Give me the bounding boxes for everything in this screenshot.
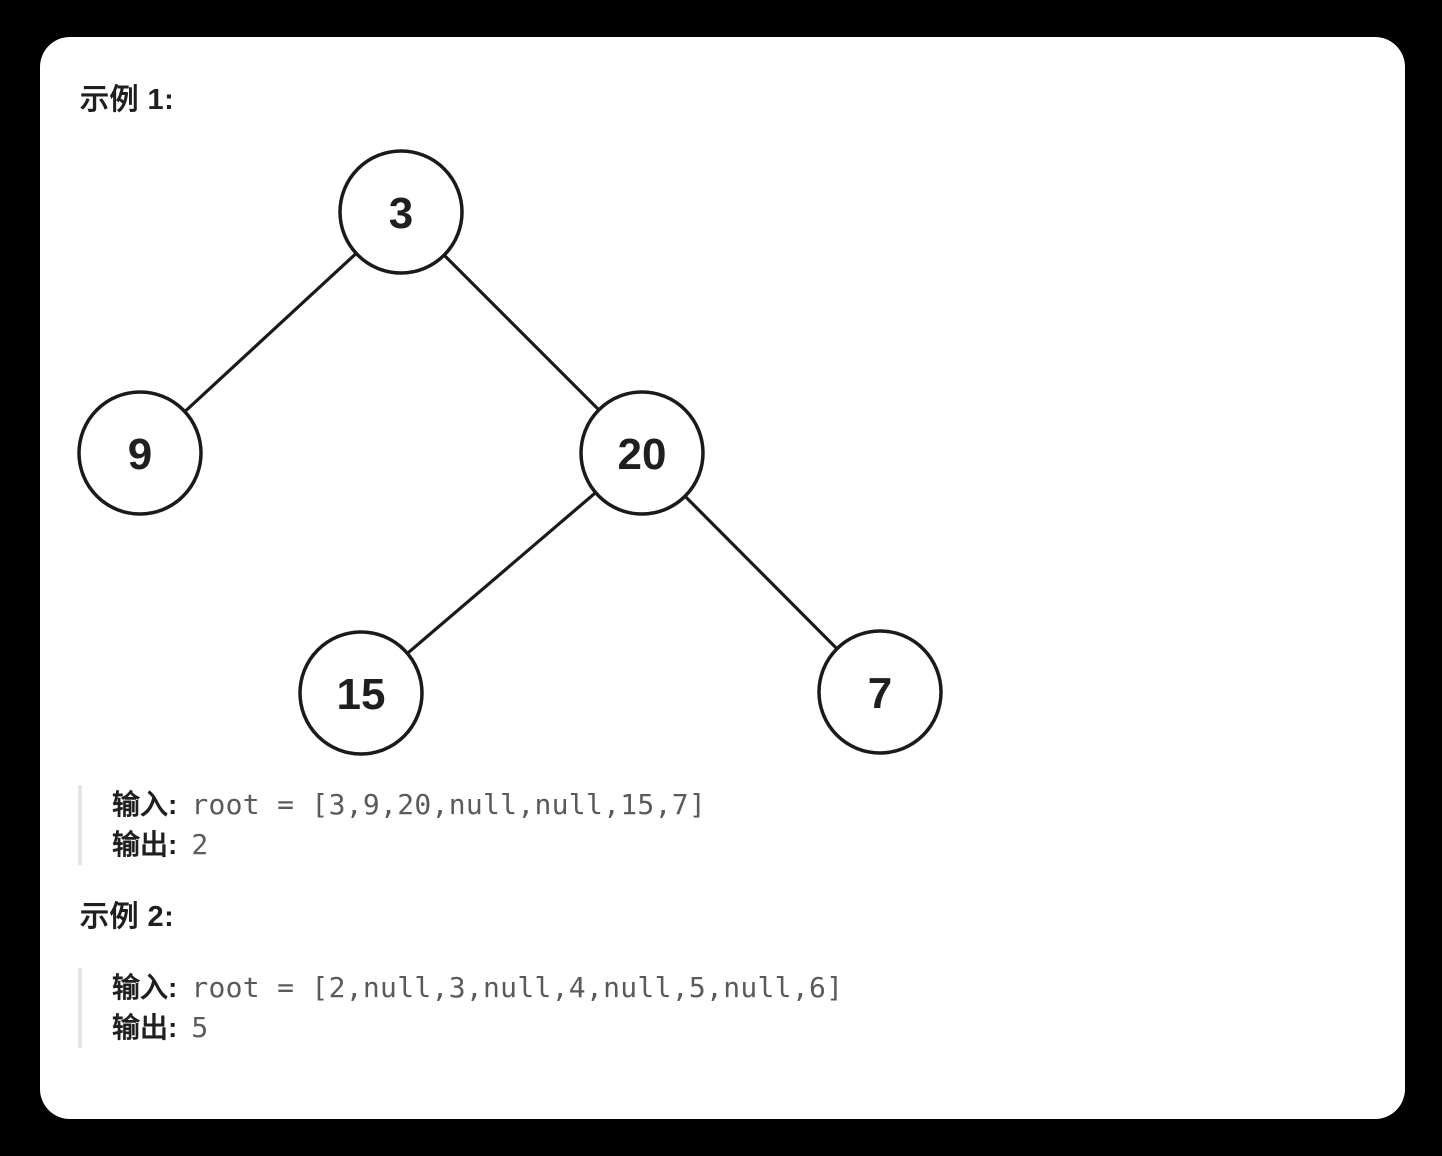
binary-tree-diagram: 3 9 20 15 7 — [60, 140, 960, 770]
output-label: 输出: — [112, 829, 178, 860]
input-label: 输入: — [112, 789, 178, 820]
tree-node-label: 20 — [618, 430, 667, 479]
example-2-input-line: 输入: root = [2,null,3,null,4,null,5,null,6… — [112, 968, 843, 1008]
tree-node-label: 9 — [128, 430, 152, 479]
tree-node — [579, 390, 705, 516]
example-1-io-block: 输入: root = [3,9,20,null,null,15,7] 输出: 2 — [78, 785, 706, 865]
output-value: 5 — [191, 1011, 209, 1044]
example-2-heading: 示例 2: — [80, 901, 175, 933]
tree-node — [338, 149, 464, 275]
tree-node — [298, 630, 424, 756]
tree-svg: 3 9 20 15 7 — [77, 149, 943, 756]
example-2-output-line: 输出: 5 — [112, 1008, 843, 1048]
output-label: 输出: — [112, 1012, 178, 1043]
input-value: root = [2,null,3,null,4,null,5,null,6] — [191, 971, 844, 1004]
input-label: 输入: — [112, 972, 178, 1003]
example-1-heading: 示例 1: — [80, 84, 175, 116]
tree-node — [77, 390, 203, 516]
example-1-output-line: 输出: 2 — [112, 825, 706, 865]
output-value: 2 — [191, 828, 209, 861]
example-1-input-line: 输入: root = [3,9,20,null,null,15,7] — [112, 785, 706, 825]
tree-node-label: 15 — [337, 670, 386, 719]
tree-node-label: 7 — [868, 669, 892, 718]
problem-example-card: 示例 1: 3 9 20 15 7 输入: root = [3,9,20,null,nul… — [40, 37, 1405, 1119]
example-2-io-block: 输入: root = [2,null,3,null,4,null,5,null,6… — [78, 968, 843, 1048]
tree-node — [817, 629, 943, 755]
input-value: root = [3,9,20,null,null,15,7] — [191, 788, 707, 821]
tree-node-label: 3 — [389, 189, 413, 238]
